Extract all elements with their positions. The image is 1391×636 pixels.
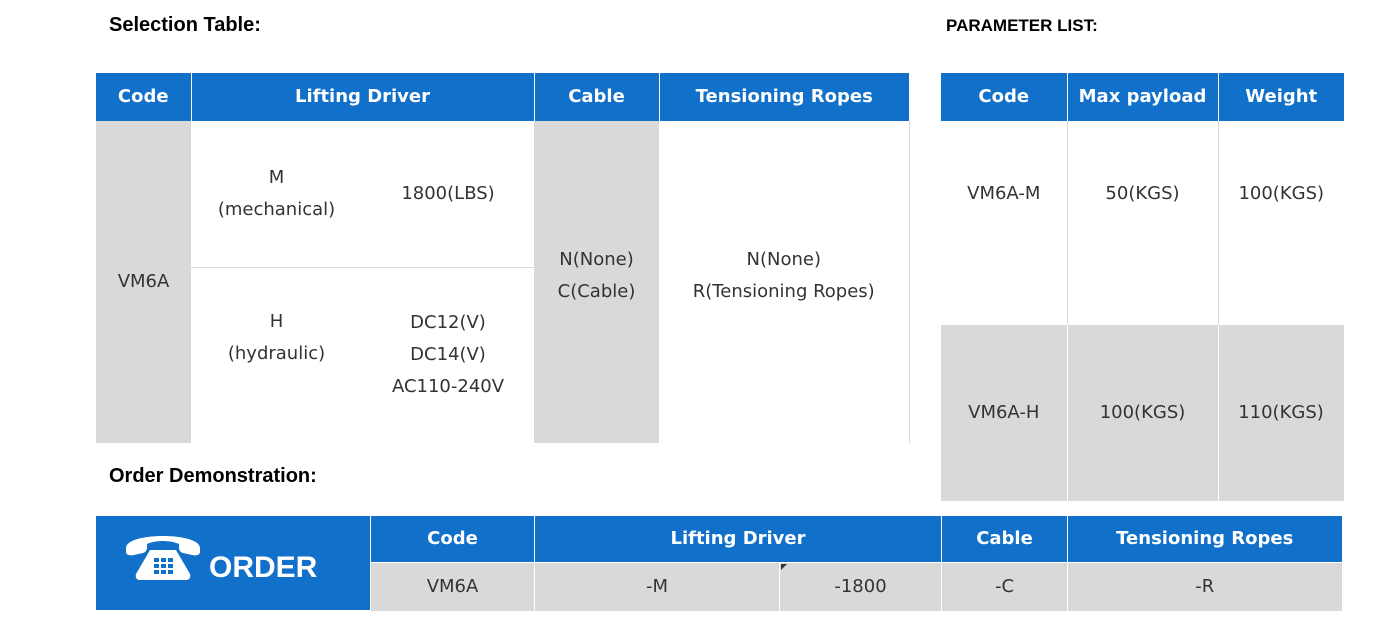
param-code: VM6A-M [941,121,1068,325]
header-lifting-driver: Lifting Driver [191,73,535,121]
header-code: Code [96,73,192,121]
order-code-value: VM6A [370,562,535,611]
telephone-icon [126,536,200,580]
param-code: VM6A-H [941,325,1068,501]
order-header-code: Code [370,516,535,563]
param-header-code: Code [941,73,1068,121]
order-driver-value: -M [534,562,780,611]
order-logo: ORDER [96,516,370,610]
driver-spec-hydraulic: DC12(V) DC14(V) AC110-240V [362,267,534,443]
order-demonstration-heading: Order Demonstration: [109,465,317,487]
param-weight: 110(KGS) [1218,325,1345,501]
order-header-cable: Cable [941,516,1068,563]
ropes-options-cell: N(None) R(Tensioning Ropes) [659,121,910,443]
table-row: VM6A-H 100(KGS) 110(KGS) [941,325,1345,501]
param-weight: 100(KGS) [1218,121,1344,325]
param-payload: 100(KGS) [1067,325,1219,501]
selection-table-heading: Selection Table: [109,14,261,36]
param-header-payload: Max payload [1067,73,1219,121]
code-cell: VM6A [96,121,191,443]
order-header-row: Code Lifting Driver Cable Tensioning Rop… [370,516,1342,563]
header-tensioning-ropes: Tensioning Ropes [659,73,909,121]
driver-spec-mechanical: 1800(LBS) [362,121,534,268]
parameter-list-heading: PARAMETER LIST: [946,16,1098,35]
selection-table: Code Lifting Driver Cable Tensioning Rop… [96,73,910,443]
parameter-table: Code Max payload Weight VM6A-M 50(KGS) 1… [941,73,1345,501]
order-header-tensioning-ropes: Tensioning Ropes [1067,516,1342,563]
order-cable-value: -C [941,562,1068,611]
order-driver-spec-value: -1800 [779,562,942,611]
order-value-row: VM6A -M -1800 -C -R [370,562,1342,611]
order-ropes-value: -R [1067,562,1342,611]
driver-type-hydraulic: H (hydraulic) [191,267,362,443]
order-header-lifting-driver: Lifting Driver [534,516,942,563]
parameter-header-row: Code Max payload Weight [941,73,1344,121]
cable-options-cell: N(None) C(Cable) [534,121,659,443]
selection-header-row: Code Lifting Driver Cable Tensioning Rop… [96,73,909,121]
order-table: Code Lifting Driver Cable Tensioning Rop… [370,516,1342,611]
param-payload: 50(KGS) [1067,121,1219,325]
order-logo-text: ORDER [209,551,318,584]
param-header-weight: Weight [1218,73,1344,121]
header-cable: Cable [534,73,660,121]
table-row: VM6A-M 50(KGS) 100(KGS) [941,121,1344,325]
driver-type-mechanical: M (mechanical) [191,121,362,268]
